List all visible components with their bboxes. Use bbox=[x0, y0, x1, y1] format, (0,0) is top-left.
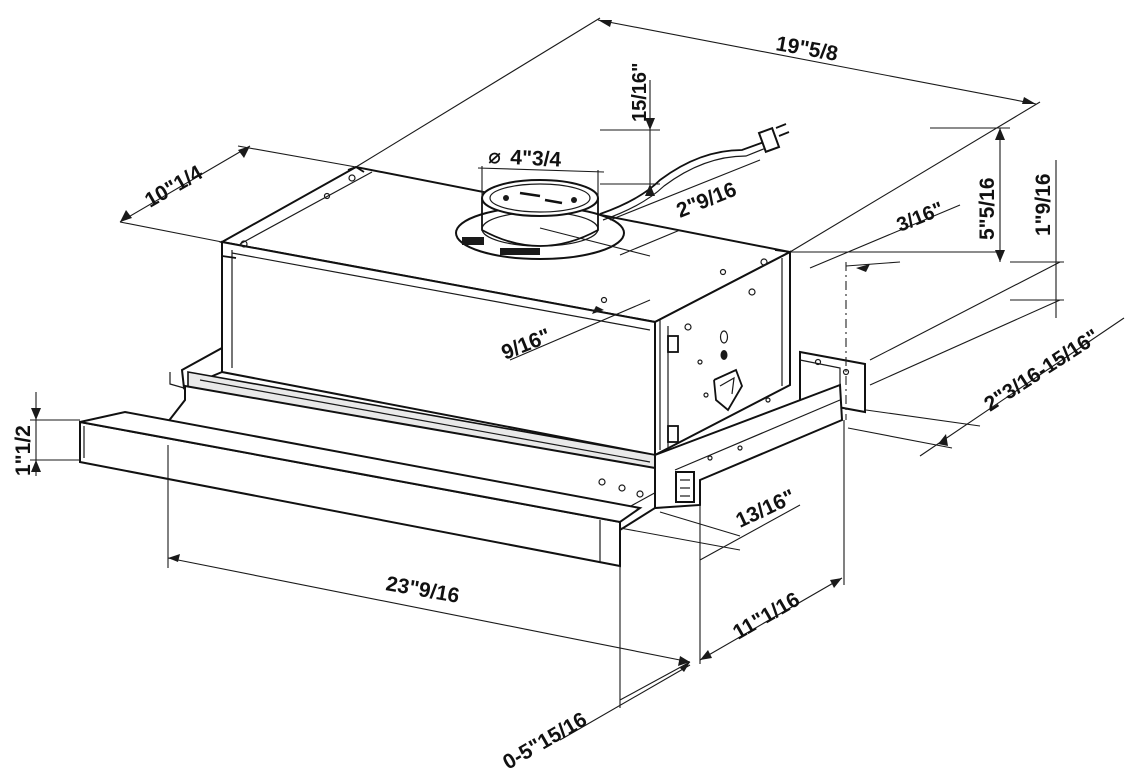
extension-label: 0-5"15/16 bbox=[499, 708, 591, 774]
rail-height-label: 1"9/16 bbox=[1032, 173, 1055, 236]
rivet-icon bbox=[719, 268, 727, 276]
rivet-icon bbox=[600, 296, 608, 304]
rivet-icon bbox=[760, 258, 768, 266]
slide-range-label: 2"3/16-15/16" bbox=[980, 325, 1103, 416]
rivet-icon bbox=[240, 240, 248, 248]
duct-diameter-symbol: ⌀ bbox=[488, 145, 502, 169]
dimension-lines bbox=[30, 17, 1125, 741]
visor-height-label: 1"1/2 bbox=[12, 425, 35, 476]
rivet-icon bbox=[684, 323, 692, 331]
duct-offset-label: 2"9/16 bbox=[673, 178, 740, 223]
panel-gap-label: 13/16" bbox=[732, 485, 798, 532]
duct-collar bbox=[455, 123, 790, 260]
side-gap-label: 3/16" bbox=[894, 198, 947, 237]
rivet-icon bbox=[323, 192, 331, 200]
front-width-label: 23"9/16 bbox=[384, 572, 461, 608]
duct-diameter-label: 4"3/4 bbox=[510, 146, 562, 172]
front-visor bbox=[79, 410, 643, 568]
body-depth-label: 11"1/16 bbox=[729, 588, 804, 644]
rivet-icon bbox=[348, 174, 356, 182]
collar-height-label: 15/16" bbox=[629, 62, 651, 122]
body-height-label: 5"5/16 bbox=[976, 177, 999, 240]
depth-label: 10"1/4 bbox=[141, 161, 207, 212]
overall-width-label: 19"5/8 bbox=[774, 32, 840, 66]
